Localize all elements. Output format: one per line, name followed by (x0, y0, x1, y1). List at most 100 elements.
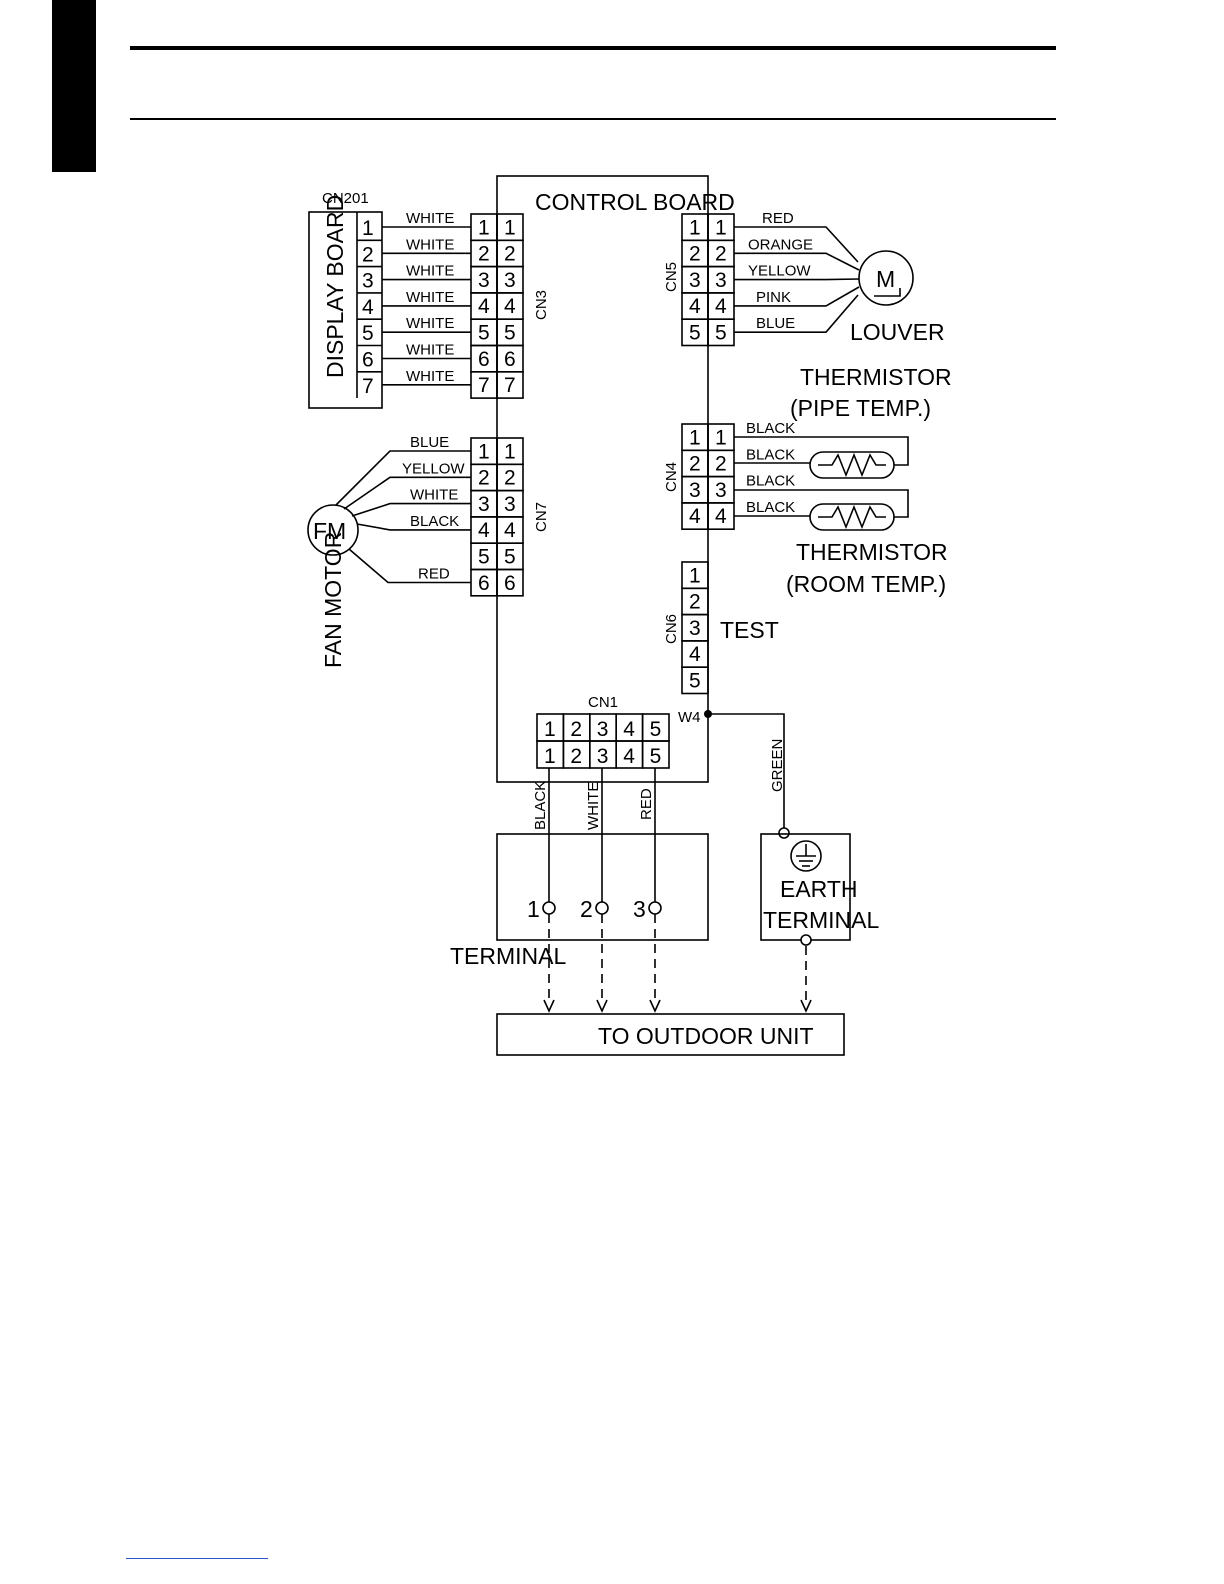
cn201-pin-label: 1 (362, 217, 374, 240)
cn6-pin-label: 5 (689, 670, 701, 693)
thermistor-pipe-label-1: THERMISTOR (800, 364, 952, 390)
green-wire (708, 713, 785, 828)
cn6-label: CN6 (663, 614, 680, 644)
cn7-wire (335, 450, 471, 506)
cn3-wire-label: WHITE (406, 315, 454, 332)
thermistor-room-label-2: (ROOM TEMP.) (786, 571, 946, 597)
cn3-wire-label: WHITE (406, 263, 454, 280)
header-rule-top (130, 46, 1056, 50)
cn5-pin-label: 4 (715, 295, 727, 318)
cn5-pin-label: 3 (689, 269, 701, 292)
cn1-wire-label: RED (638, 788, 655, 820)
thermistor-pipe-label-2: (PIPE TEMP.) (790, 395, 931, 421)
cn5-pin-label: 3 (715, 269, 727, 292)
display-board-label: DISPLAY BOARD (322, 195, 348, 378)
cn5-wire-label: BLUE (756, 315, 795, 332)
cn7-wire-label: BLACK (410, 513, 459, 530)
cn3-wire-label: WHITE (406, 289, 454, 306)
cn1-pin-label: 3 (597, 745, 609, 768)
cn3-wire-label: WHITE (406, 368, 454, 385)
cn3-pin-label: 2 (478, 243, 490, 266)
cn7-wire-label: WHITE (410, 487, 458, 504)
cn7-label: CN7 (533, 502, 550, 532)
thermistor-pipe-symbol (809, 451, 895, 479)
cn7-pin-label: 3 (478, 493, 490, 516)
cn6-cell (681, 666, 709, 695)
cn5-wire-label: RED (762, 210, 794, 227)
cn3-pin-label: 6 (504, 348, 516, 371)
outdoor-arrow (543, 999, 555, 1013)
cn201-pin-label: 7 (362, 375, 374, 398)
cn7-wire (343, 476, 471, 510)
fan-motor-symbol (307, 504, 359, 556)
outdoor-unit-label: TO OUTDOOR UNIT (598, 1023, 814, 1049)
outdoor-unit-box (496, 1013, 845, 1056)
cn7-wire-label: BLUE (410, 434, 449, 451)
cn4-pin-label: 3 (715, 479, 727, 502)
cn1-pin-label: 1 (544, 718, 556, 741)
cn7-wire (348, 548, 471, 584)
cn5-wire (734, 286, 860, 307)
cn5-pin-label: 5 (715, 322, 727, 345)
cn7-pin-label: 4 (478, 519, 490, 542)
cn1-wire-label: WHITE (585, 782, 602, 830)
cn4-pin-label: 1 (689, 426, 701, 449)
cn4-wire-label: BLACK (746, 473, 795, 490)
earth-icon (790, 840, 822, 872)
cn1-pin-label: 4 (623, 718, 635, 741)
louver-motor-mark (874, 288, 901, 297)
cn4-pin-label: 2 (689, 453, 701, 476)
cn3-pin-label: 1 (504, 216, 516, 239)
louver-motor-letter: M (876, 266, 895, 292)
cn7-cell-b (496, 568, 524, 597)
cn201-pin-label: 5 (362, 322, 374, 345)
cn4-pin-label: 4 (689, 505, 701, 528)
earth-terminal-label-2: TERMINAL (763, 907, 880, 933)
cn4-pin-label: 2 (715, 453, 727, 476)
cn5-wire-label: PINK (756, 289, 791, 306)
cn7-pin-label: 6 (478, 572, 490, 595)
cn5-pin-label: 4 (689, 295, 701, 318)
cn3-pin-label: 6 (478, 348, 490, 371)
cn7-pin-label: 5 (478, 546, 490, 569)
cn1-wire-label: BLACK (532, 781, 549, 830)
footer-link-line (126, 1558, 268, 1559)
cn5-pin-label: 5 (689, 322, 701, 345)
cn3-pin-label: 5 (504, 322, 516, 345)
thermistor-room-label-1: THERMISTOR (796, 539, 948, 565)
cn201-pin-label: 4 (362, 296, 374, 319)
terminal-pin-label: 3 (633, 896, 646, 922)
cn3-pin-label: 5 (478, 322, 490, 345)
cn6-pin-label: 3 (689, 617, 701, 640)
cn201-pin-label: 6 (362, 349, 374, 372)
cn5-wire (734, 278, 860, 281)
terminal-pin (595, 901, 609, 915)
fan-motor-letters: FM (313, 518, 346, 544)
cn4-wire (734, 489, 909, 518)
cn7-wire (351, 502, 471, 517)
cn4-wire (734, 436, 909, 466)
cn5-wire-label: YELLOW (748, 263, 811, 280)
cn5-pin-label: 2 (715, 243, 727, 266)
cn3-pin-label: 4 (504, 295, 516, 318)
cn1-label: CN1 (588, 694, 618, 711)
cn1-pin-label: 5 (650, 718, 662, 741)
cn1-pin-label: 2 (570, 718, 582, 741)
thermistor-room-symbol (809, 503, 895, 531)
cn3-pin-label: 7 (478, 374, 490, 397)
cn201-pin-label: 2 (362, 243, 374, 266)
test-label: TEST (720, 617, 779, 643)
cn7-wire (356, 523, 471, 531)
cn3-label: CN3 (533, 290, 550, 320)
cn5-wire (734, 252, 860, 271)
outdoor-arrow (596, 999, 608, 1013)
cn3-pin-label: 2 (504, 243, 516, 266)
cn5-wire (734, 294, 859, 334)
earth-terminal-label-1: EARTH (780, 876, 858, 902)
cn6-pin-label: 2 (689, 591, 701, 614)
cn6-pin-label: 4 (689, 643, 701, 666)
